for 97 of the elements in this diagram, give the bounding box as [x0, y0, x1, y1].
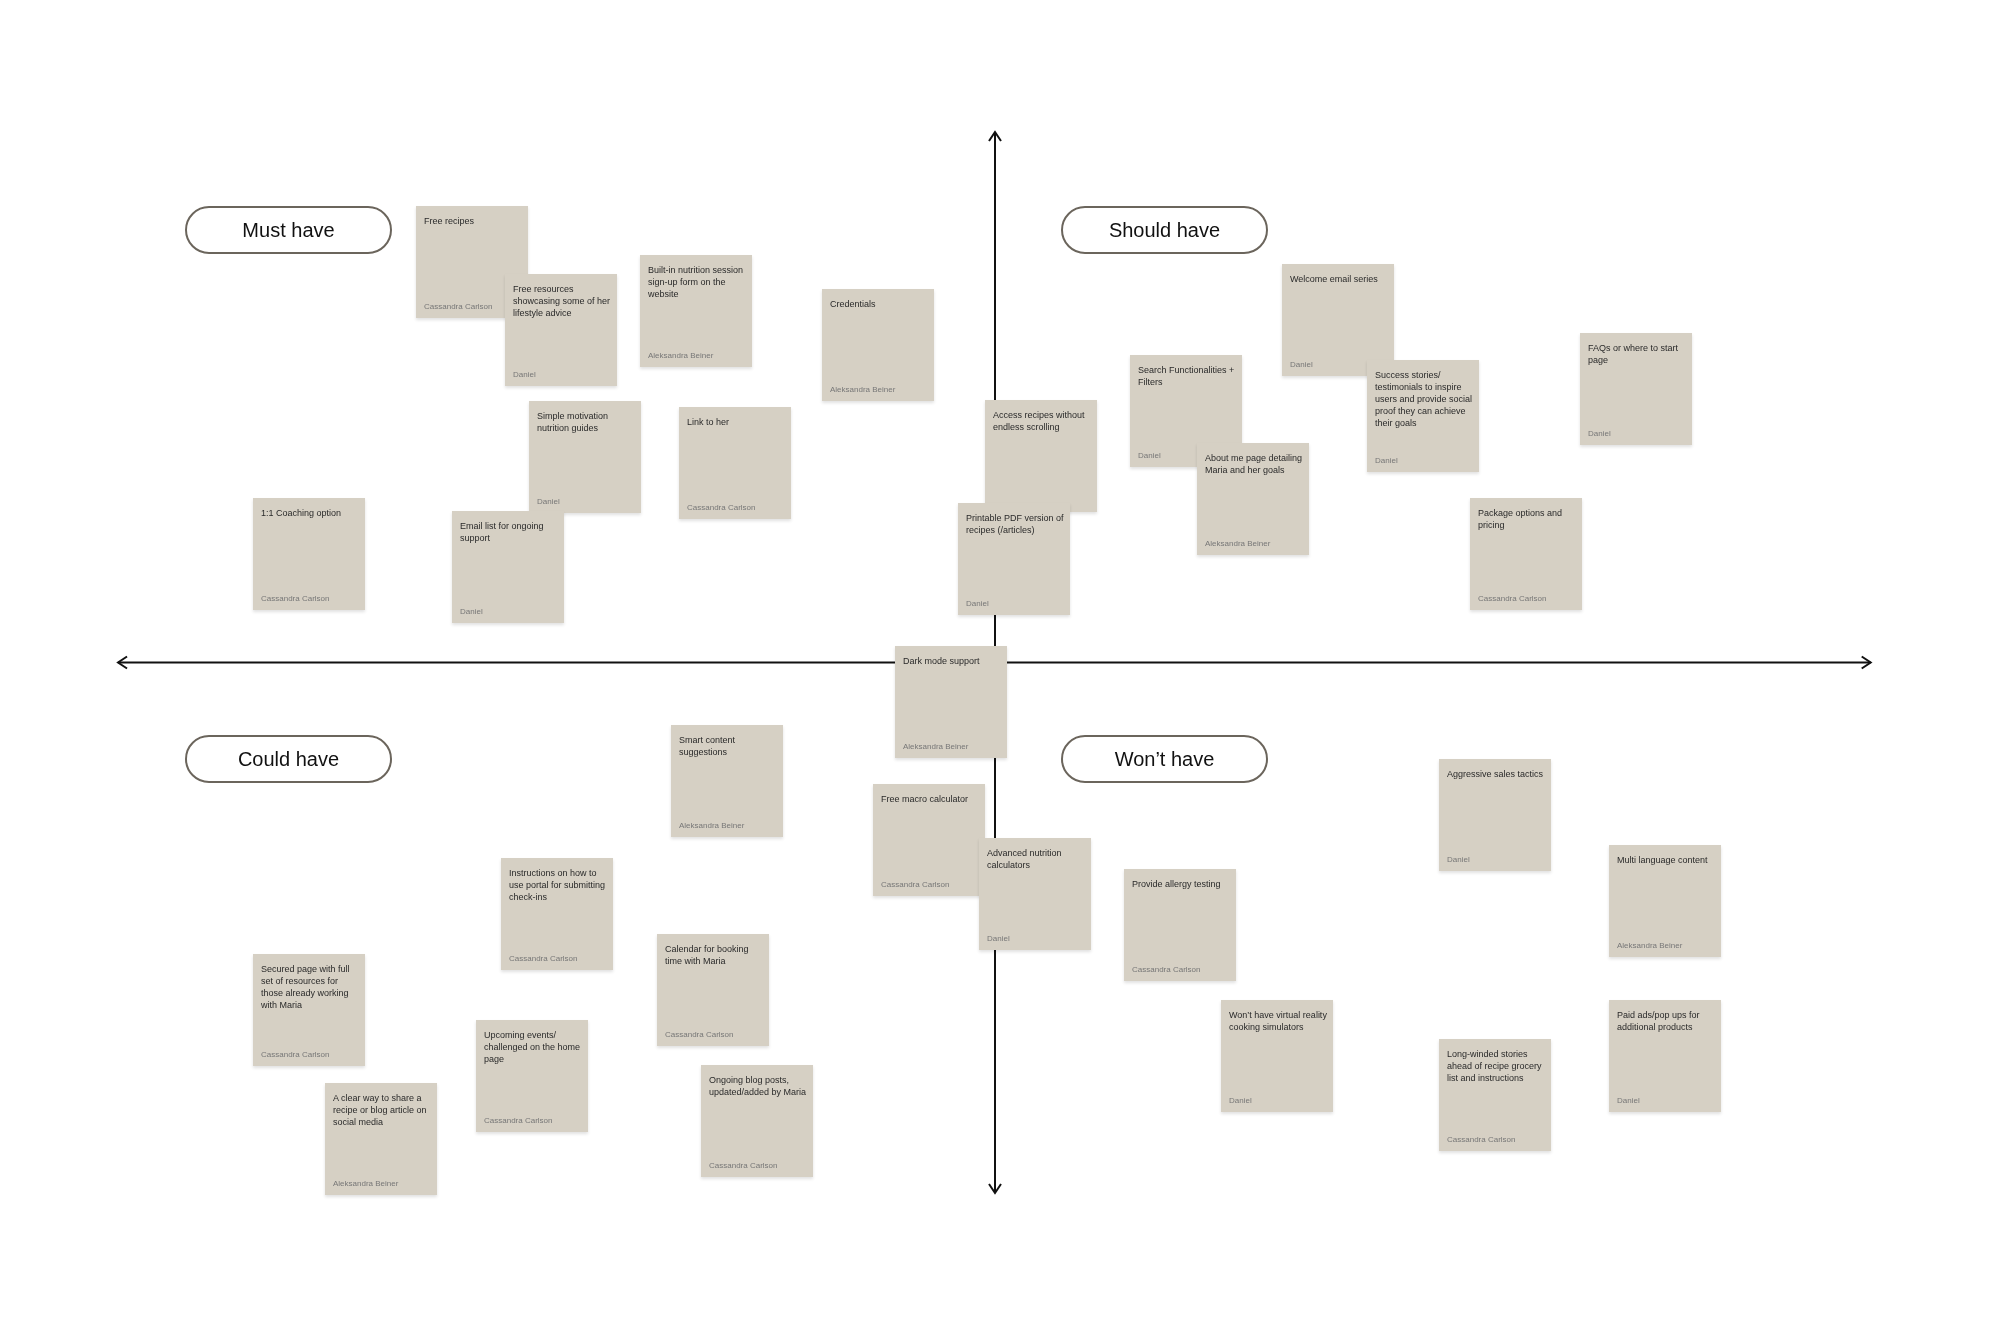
note-text: Free recipes — [424, 215, 476, 227]
author-name: Cassandra Carlson — [261, 594, 330, 603]
author-name: Daniel — [460, 607, 483, 616]
note-text: A clear way to share a recipe or blog article on social media — [333, 1092, 428, 1128]
category-pill: Must have — [185, 206, 392, 254]
note-text: Won’t have virtual reality cooking simulators — [1229, 1009, 1327, 1033]
note-text: 1:1 Coaching option — [261, 507, 343, 519]
note-text: Success stories/ testimonials to inspire users and provide social proof they can achieve their goals — [1375, 369, 1473, 429]
note-text: Free resources showcasing some of her lifestyle advice — [513, 283, 611, 319]
sticky-note — [822, 289, 934, 401]
sticky-note — [501, 858, 613, 970]
author-name: Cassandra Carlson — [261, 1050, 330, 1059]
author-name: Daniel — [1138, 451, 1161, 460]
author-name: Cassandra Carlson — [687, 503, 756, 512]
note-text: Free macro calculator — [881, 793, 970, 805]
sticky-note — [1130, 355, 1242, 467]
sticky-note — [505, 274, 617, 386]
sticky-note — [1580, 333, 1692, 445]
note-text: Smart content suggestions — [679, 734, 737, 758]
sticky-note — [1470, 498, 1582, 610]
author-name: Aleksandra Beiner — [333, 1179, 399, 1188]
sticky-note — [701, 1065, 813, 1177]
sticky-note — [452, 511, 564, 623]
author-name: Cassandra Carlson — [509, 954, 578, 963]
note-text: Aggressive sales tactics — [1447, 768, 1545, 780]
sticky-note — [476, 1020, 588, 1132]
note-text: Built-in nutrition session sign-up form on the website — [648, 264, 745, 300]
sticky-note — [873, 784, 985, 896]
author-name: Daniel — [1375, 456, 1398, 465]
note-text: Advanced nutrition calculators — [987, 847, 1063, 871]
sticky-note — [253, 498, 365, 610]
note-text: Search Functionalities + Filters — [1138, 364, 1236, 388]
author-name: Daniel — [1447, 855, 1470, 864]
category-pill: Could have — [185, 735, 392, 783]
category-pill: Should have — [1061, 206, 1268, 254]
author-name: Cassandra Carlson — [709, 1161, 778, 1170]
sticky-note — [1367, 360, 1479, 472]
note-text: Multi language content — [1617, 854, 1709, 866]
note-text: Access recipes without endless scrolling — [993, 409, 1086, 433]
author-name: Cassandra Carlson — [1132, 965, 1201, 974]
author-name: Daniel — [987, 934, 1010, 943]
note-text: Welcome email series — [1290, 273, 1379, 285]
note-text: Printable PDF version of recipes (/articles) — [966, 512, 1064, 536]
note-text: Instructions on how to use portal for submitting check-ins — [509, 867, 607, 903]
sticky-note — [1609, 845, 1721, 957]
sticky-note — [1197, 443, 1309, 555]
author-name: Daniel — [513, 370, 536, 379]
author-name: Aleksandra Beiner — [1617, 941, 1683, 950]
category-pill: Won’t have — [1061, 735, 1268, 783]
author-name: Aleksandra Beiner — [648, 351, 714, 360]
author-name: Daniel — [537, 497, 560, 506]
author-name: Aleksandra Beiner — [679, 821, 745, 830]
author-name: Daniel — [1617, 1096, 1640, 1105]
sticky-note — [253, 954, 365, 1066]
note-text: Long-winded stories ahead of recipe grocery list and instructions — [1447, 1048, 1543, 1084]
author-name: Daniel — [966, 599, 989, 608]
author-name: Aleksandra Beiner — [1205, 539, 1271, 548]
sticky-note — [1439, 759, 1551, 871]
note-text: FAQs or where to start page — [1588, 342, 1680, 366]
note-text: Email list for ongoing support — [460, 520, 545, 544]
note-text: About me page detailing Maria and her goals — [1205, 452, 1303, 476]
sticky-note — [979, 838, 1091, 950]
note-text: Simple motivation nutrition guides — [537, 410, 610, 434]
author-name: Cassandra Carlson — [424, 302, 493, 311]
note-text: Dark mode support — [903, 655, 981, 667]
sticky-note — [1609, 1000, 1721, 1112]
author-name: Aleksandra Beiner — [830, 385, 896, 394]
author-name: Daniel — [1290, 360, 1313, 369]
sticky-note — [1124, 869, 1236, 981]
note-text: Paid ads/pop ups for additional products — [1617, 1009, 1701, 1033]
sticky-note — [671, 725, 783, 837]
author-name: Cassandra Carlson — [1447, 1135, 1516, 1144]
sticky-note — [895, 646, 1007, 758]
author-name: Cassandra Carlson — [665, 1030, 734, 1039]
note-text: Secured page with full set of resources for those already working with Maria — [261, 963, 351, 1011]
author-name: Aleksandra Beiner — [903, 742, 969, 751]
author-name: Cassandra Carlson — [1478, 594, 1547, 603]
sticky-note — [640, 255, 752, 367]
sticky-note — [679, 407, 791, 519]
note-text: Credentials — [830, 298, 877, 310]
sticky-note — [657, 934, 769, 1046]
sticky-note — [958, 503, 1070, 615]
sticky-note — [1221, 1000, 1333, 1112]
note-text: Ongoing blog posts, updated/added by Maria — [709, 1074, 807, 1098]
sticky-note — [985, 400, 1097, 512]
note-text: Provide allergy testing — [1132, 878, 1222, 890]
note-text: Upcoming events/ challenged on the home page — [484, 1029, 582, 1065]
note-text: Link to her — [687, 416, 731, 428]
note-text: Package options and pricing — [1478, 507, 1564, 531]
sticky-note — [325, 1083, 437, 1195]
author-name: Daniel — [1588, 429, 1611, 438]
author-name: Cassandra Carlson — [484, 1116, 553, 1125]
sticky-note — [1439, 1039, 1551, 1151]
author-name: Daniel — [1229, 1096, 1252, 1105]
author-name: Cassandra Carlson — [881, 880, 950, 889]
note-text: Calendar for booking time with Maria — [665, 943, 750, 967]
sticky-note — [529, 401, 641, 513]
